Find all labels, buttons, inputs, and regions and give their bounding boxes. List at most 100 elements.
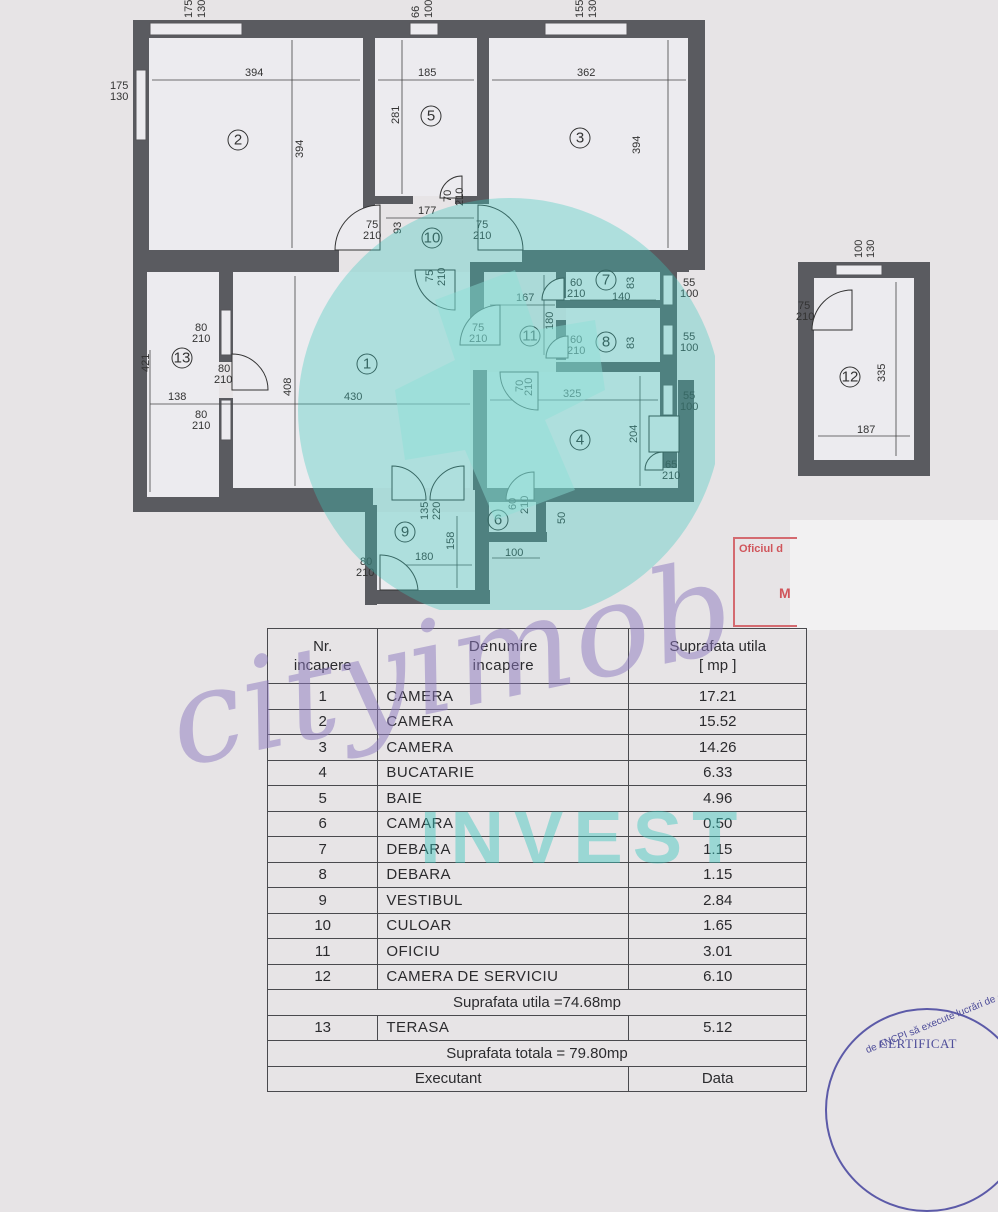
room-markers: [171, 105, 861, 543]
dim-label: 100: [505, 547, 523, 559]
certificate-seal: de ANCPI să execute lucrări de c CERTIFI…: [825, 991, 998, 1212]
useful-area-total: Suprafata utila =74.68mp: [267, 989, 807, 1016]
room-name-cell: OFICIU: [377, 938, 630, 965]
room-area-cell: 6.10: [628, 963, 807, 990]
room-number-cell: 11: [266, 938, 379, 965]
room-area-cell: 3.01: [628, 938, 807, 965]
room-area-cell: 17.21: [628, 683, 807, 710]
stamp-text: Oficiul d: [739, 543, 783, 555]
dim-label: 70: [514, 380, 526, 392]
room-9-label: 9: [401, 524, 409, 541]
room-name-cell: DEBARA: [377, 861, 630, 888]
room-area-cell: 14.26: [628, 734, 807, 761]
room-7-label: 7: [602, 272, 610, 289]
dim-label: 210: [363, 230, 381, 242]
summary-row: Suprafata utila =74.68mp: [267, 989, 807, 1016]
dim-label: 281: [390, 106, 402, 124]
dim-label: 138: [168, 391, 186, 403]
dim-label: 130: [110, 91, 128, 103]
dim-label: 421: [140, 354, 152, 372]
dim-label: 55: [683, 390, 695, 402]
doors: [231, 175, 853, 591]
dim-label: 210: [356, 567, 374, 579]
seal-title: CERTIFICAT: [879, 1036, 957, 1051]
dim-label: 70: [442, 190, 454, 202]
dim-label: 100: [423, 0, 435, 18]
room-name-cell: CULOAR: [377, 912, 630, 939]
dim-label: 75: [798, 300, 810, 312]
dim-label: 100: [680, 401, 698, 413]
room-number-cell: 3: [266, 734, 379, 761]
dim-label: 210: [523, 378, 535, 396]
dim-label: 210: [567, 345, 585, 357]
dim-label: 175: [110, 80, 128, 92]
dim-label: 204: [628, 425, 640, 443]
room-name-cell: BAIE: [377, 785, 630, 812]
dim-label: 210: [192, 333, 210, 345]
dim-label: 80: [218, 363, 230, 375]
room-10-label: 10: [424, 230, 441, 247]
dim-label: 140: [612, 291, 630, 303]
dim-label: 210: [436, 268, 448, 286]
dim-label: 75: [424, 270, 436, 282]
dim-label: 394: [631, 136, 643, 154]
dim-label: 408: [282, 378, 294, 396]
room-number-cell: 1: [266, 683, 379, 710]
dim-label: 100: [680, 288, 698, 300]
dim-label: 394: [294, 140, 306, 158]
dim-label: 55: [683, 277, 695, 289]
header-nr-text: Nr. incapere: [293, 638, 352, 674]
dim-label: 187: [857, 424, 875, 436]
floor-plan: 1 2 3 4 5 6 7 8 9 10 11 12 13 175 130 66…: [110, 0, 930, 605]
dim-label: 60: [507, 498, 519, 510]
dim-label: 100: [680, 342, 698, 354]
dim-label: 83: [625, 277, 637, 289]
room-name-cell: CAMERA: [377, 734, 630, 761]
header-area: Suprafata utila [ mp ]: [628, 628, 807, 684]
dim-label: 80: [195, 409, 207, 421]
summary-row: Suprafata totala = 79.80mp: [267, 1040, 807, 1067]
room-3-label: 3: [576, 130, 584, 147]
dim-label: 50: [556, 512, 568, 524]
room-5-label: 5: [427, 108, 435, 125]
dim-label: 75: [472, 322, 484, 334]
dim-label: 325: [563, 388, 581, 400]
dim-label: 75: [476, 219, 488, 231]
dim-label: 210: [567, 288, 585, 300]
room-number-cell: 7: [266, 836, 379, 863]
room-numbers: 1 2 3 4 5 6 7 8 9 10 11 12 13: [174, 108, 859, 541]
room-name-cell: TERASA: [377, 1014, 630, 1041]
room-4-label: 4: [576, 432, 584, 449]
room-name-cell: DEBARA: [377, 836, 630, 863]
dim-label: 210: [796, 311, 814, 323]
room-number-cell: 9: [266, 887, 379, 914]
room-name-cell: BUCATARIE: [377, 759, 630, 786]
dim-label: 60: [570, 277, 582, 289]
room-number-cell: 10: [266, 912, 379, 939]
dim-label: 180: [544, 312, 556, 330]
dim-label: 175: [183, 0, 195, 18]
room-name-cell: CAMERA: [377, 683, 630, 710]
dim-label: 210: [519, 496, 531, 514]
dim-label: 80: [195, 322, 207, 334]
room-area-cell: 6.33: [628, 759, 807, 786]
room-12-label: 12: [842, 369, 859, 386]
date-label: Data: [628, 1065, 807, 1092]
dim-label: 362: [577, 67, 595, 79]
room-6-label: 6: [494, 512, 502, 529]
room-area-cell: 1.15: [628, 861, 807, 888]
header-name: Denumire incapere: [377, 628, 630, 684]
room-name-cell: CAMERA DE SERVICIU: [377, 963, 630, 990]
dim-label: 93: [392, 222, 404, 234]
dim-label: 210: [192, 420, 210, 432]
dim-label: 130: [196, 0, 208, 18]
